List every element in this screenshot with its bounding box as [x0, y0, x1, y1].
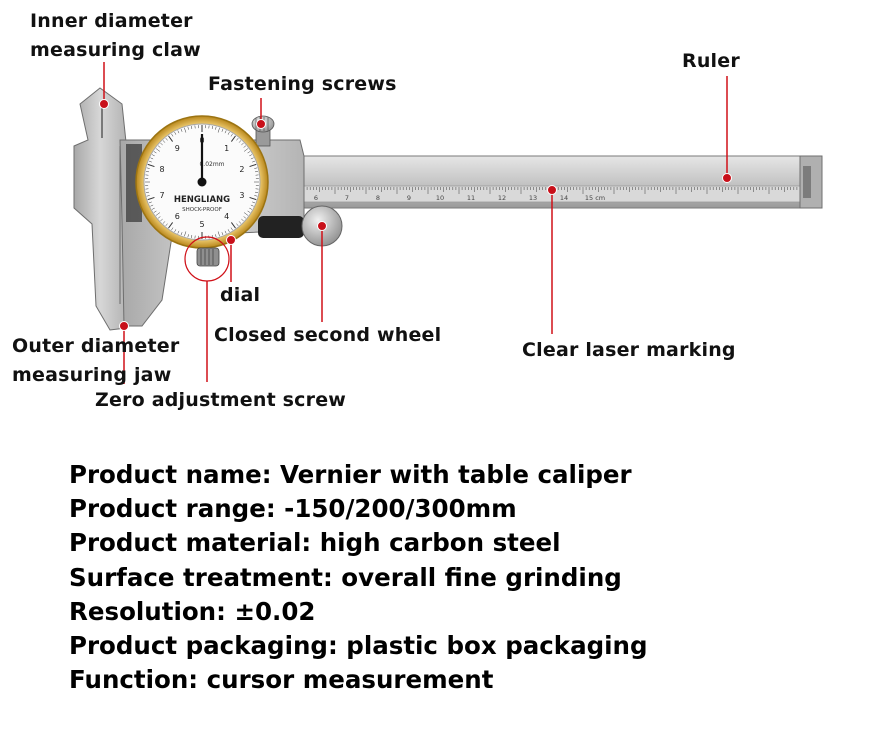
- leader-lines: [103, 62, 728, 384]
- dial-number: 8: [160, 165, 165, 174]
- label-outer-jaw-line2: measuring jaw: [12, 364, 172, 386]
- label-outer-jaw-line1: Outer diameter: [12, 335, 180, 357]
- fixed-jaw: [73, 87, 127, 331]
- label-outer-diameter-jaw: Outer diameter measuring jaw: [12, 332, 179, 390]
- dial-number: 1: [224, 144, 229, 153]
- scale-number: 6: [314, 194, 318, 202]
- dial-number: 3: [239, 191, 244, 200]
- label-inner-claw-line2: measuring claw: [30, 39, 201, 61]
- dial-number: 9: [175, 144, 180, 153]
- callout-dots: [99, 99, 732, 331]
- label-closed-second-wheel: Closed second wheel: [214, 324, 442, 346]
- label-inner-diameter-claw: Inner diameter measuring claw: [30, 7, 201, 65]
- scale-number: 15 cm: [585, 194, 605, 202]
- scale-number: 7: [345, 194, 349, 202]
- label-clear-laser-marking: Clear laser marking: [522, 339, 736, 361]
- spec-function: Function: cursor measurement: [69, 665, 494, 695]
- scale-number: 12: [498, 194, 506, 202]
- spec-product-material: Product material: high carbon steel: [69, 528, 561, 558]
- label-inner-claw-line1: Inner diameter: [30, 10, 193, 32]
- label-ruler: Ruler: [682, 50, 740, 72]
- label-fastening-screws: Fastening screws: [208, 73, 397, 95]
- scale-number: 13: [529, 194, 537, 202]
- dial-number: 4: [224, 212, 229, 221]
- label-zero-adjustment-screw: Zero adjustment screw: [95, 389, 347, 411]
- scale-number: 8: [376, 194, 380, 202]
- dial: 0123456789 0.02mm HENGLIANG SHOCK-PROOF: [135, 115, 269, 249]
- scale-number: 11: [467, 194, 475, 202]
- dial-subtitle: SHOCK-PROOF: [182, 207, 222, 213]
- spec-product-range: Product range: -150/200/300mm: [69, 494, 517, 524]
- spec-surface-treatment: Surface treatment: overall fine grinding: [69, 562, 622, 592]
- scale-number: 14: [560, 194, 568, 202]
- scale-ticks: [303, 187, 798, 194]
- dial-resolution-mark: 0.02mm: [199, 161, 224, 168]
- dial-number: 7: [160, 191, 165, 200]
- dial-number: 2: [239, 165, 244, 174]
- scale-number: 9: [407, 194, 411, 202]
- spec-product-name: Product name: Vernier with table caliper: [69, 460, 632, 489]
- scale-number: 10: [436, 194, 444, 202]
- dial-number: 6: [175, 212, 180, 221]
- spec-resolution: Resolution: ±0.02: [69, 596, 316, 626]
- dial-number: 5: [199, 220, 204, 229]
- scale-numbers: 6 7 8 9 10 11 12 13 14 15 cm: [314, 194, 605, 202]
- spec-product-packaging: Product packaging: plastic box packaging: [69, 631, 648, 661]
- label-dial: dial: [220, 284, 261, 306]
- spec-list: Product name: Vernier with table caliper…: [69, 458, 648, 697]
- dial-hub: [197, 177, 207, 187]
- dial-brand: HENGLIANG: [174, 195, 230, 205]
